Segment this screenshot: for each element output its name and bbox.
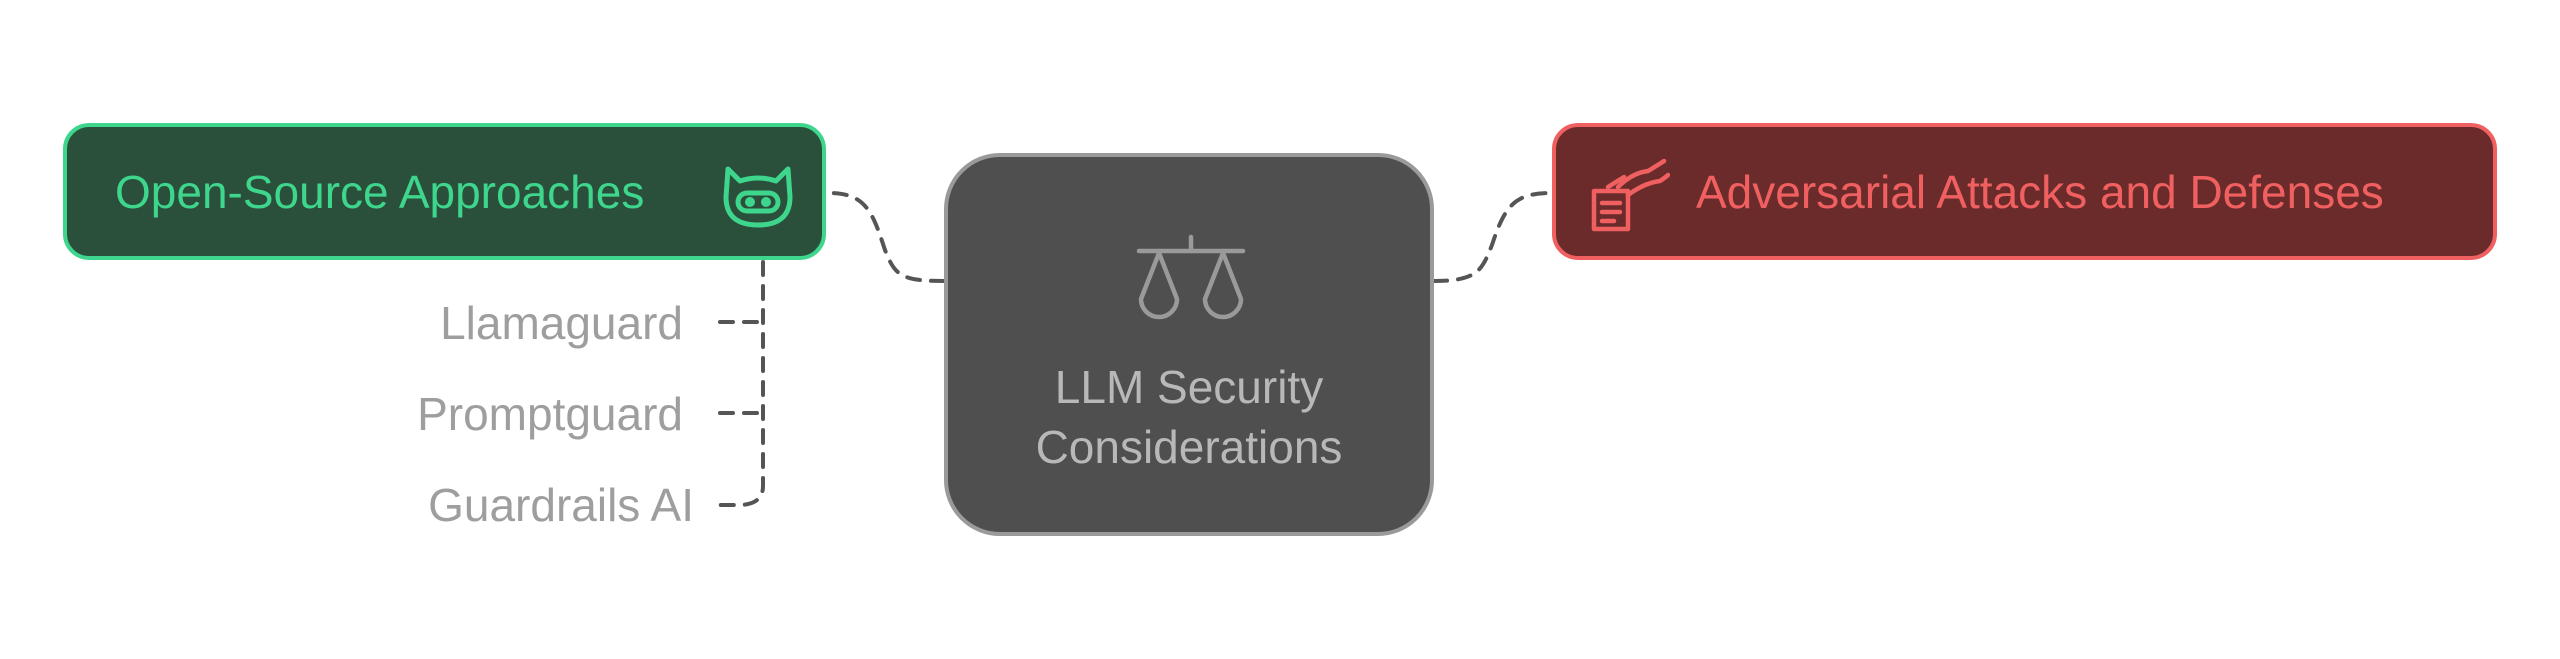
leaf-promptguard[interactable]: Promptguard bbox=[417, 388, 683, 440]
connector-left-trunk bbox=[716, 260, 765, 507]
center-label-line-2: Considerations bbox=[1035, 421, 1343, 473]
adversarial-attacks-label: Adversarial Attacks and Defenses bbox=[1696, 165, 2384, 218]
connector-center-to-right bbox=[1432, 191, 1554, 283]
hand-writing-document-icon bbox=[1591, 158, 1670, 232]
leaf-guardrails-ai[interactable]: Guardrails AI bbox=[428, 479, 694, 531]
open-source-approaches-node[interactable]: Open-Source Approaches bbox=[63, 123, 826, 260]
open-source-approaches-label: Open-Source Approaches bbox=[115, 165, 645, 218]
llm-security-considerations-node[interactable]: LLM Security Considerations bbox=[944, 153, 1434, 536]
github-octocat-icon bbox=[723, 166, 793, 228]
center-label-line-1: LLM Security bbox=[1054, 361, 1324, 413]
connector-center-to-left bbox=[826, 191, 946, 283]
leaf-llamaguard[interactable]: Llamaguard bbox=[440, 297, 683, 349]
adversarial-attacks-node[interactable]: Adversarial Attacks and Defenses bbox=[1552, 123, 2497, 260]
center-label: LLM Security Considerations bbox=[948, 357, 1430, 477]
balance-scale-icon bbox=[1136, 234, 1246, 320]
